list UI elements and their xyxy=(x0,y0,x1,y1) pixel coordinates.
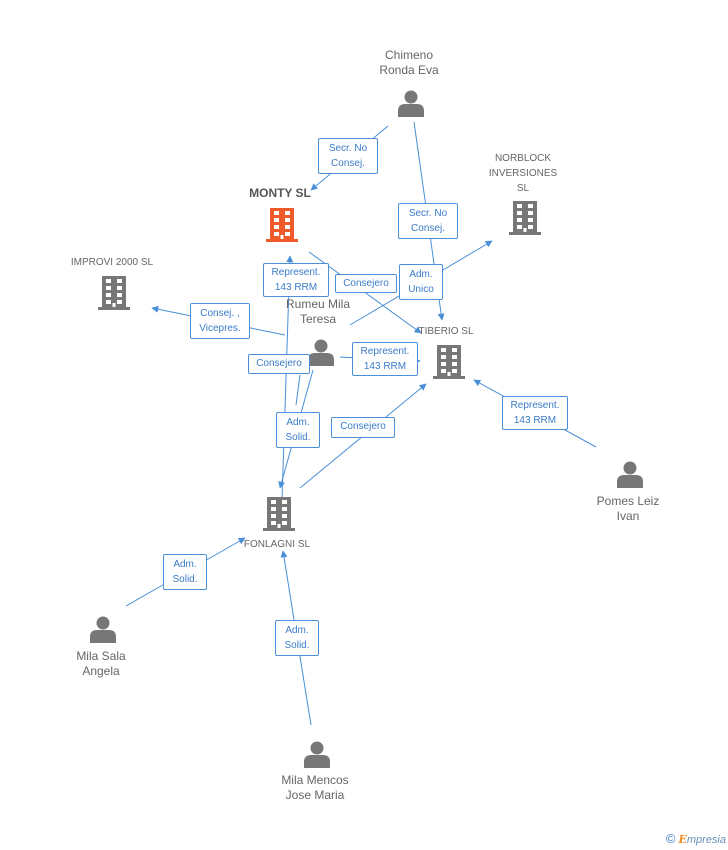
monty-label[interactable]: MONTY SL xyxy=(249,186,311,200)
edge-label-adm-unico[interactable]: Adm. Unico xyxy=(399,264,443,300)
edge-label-consejero-fonlagni-tiberio[interactable]: Consejero xyxy=(331,417,395,438)
norblock-label[interactable]: NORBLOCK INVERSIONES SL xyxy=(488,153,558,194)
logo-text: mpresia xyxy=(686,834,726,846)
tiberio-building-icon[interactable] xyxy=(433,345,465,379)
chimeno-person-icon[interactable] xyxy=(398,90,424,118)
improvi-label[interactable]: IMPROVI 2000 SL xyxy=(70,257,154,268)
fonlagni-label[interactable]: FONLAGNI SL xyxy=(243,539,311,550)
edge-label-consej-vicepres[interactable]: Consej. , Vicepres. xyxy=(190,303,250,339)
empresia-logo: © Empresia xyxy=(666,831,726,846)
edge-label-secr-monty[interactable]: Secr. No Consej. xyxy=(318,138,378,174)
edge-label-represent-rumeu-tiberio[interactable]: Represent. 143 RRM xyxy=(352,342,418,376)
copyright-symbol: © xyxy=(665,831,676,846)
rumeu-label[interactable]: Rumeu Mila Teresa xyxy=(285,297,351,326)
norblock-building-icon[interactable] xyxy=(509,201,541,235)
milamencos-label[interactable]: Mila Mencos Jose Maria xyxy=(281,773,349,802)
edge-rumeu-fonlagni-adm xyxy=(295,374,301,406)
edge-label-represent-monty[interactable]: Represent. 143 RRM xyxy=(263,263,329,297)
improvi-building-icon[interactable] xyxy=(98,276,130,310)
edge-label-consejero-monty[interactable]: Consejero xyxy=(335,274,397,293)
edge-label-adm-solid-milamencos[interactable]: Adm. Solid. xyxy=(275,620,319,656)
edge-label-consejero-rumeu[interactable]: Consejero xyxy=(248,354,310,374)
pomes-person-icon[interactable] xyxy=(617,461,643,489)
pomes-label[interactable]: Pomes Leiz Ivan xyxy=(596,494,660,523)
edge-label-adm-solid-milasala[interactable]: Adm. Solid. xyxy=(163,554,207,590)
milamencos-person-icon[interactable] xyxy=(304,741,330,769)
chimeno-label[interactable]: Chimeno Ronda Eva xyxy=(379,48,439,77)
rumeu-person-icon[interactable] xyxy=(308,339,334,367)
fonlagni-building-icon[interactable] xyxy=(263,497,295,531)
tiberio-label[interactable]: TIBERIO SL xyxy=(418,326,474,337)
milasala-person-icon[interactable] xyxy=(90,616,116,644)
monty-building-icon[interactable] xyxy=(266,208,298,242)
edge-label-secr-tiberio[interactable]: Secr. No Consej. xyxy=(398,203,458,239)
milasala-label[interactable]: Mila Sala Angela xyxy=(76,649,126,678)
edge-label-adm-solid-fonlagni[interactable]: Adm. Solid. xyxy=(276,412,320,448)
logo-letter: E xyxy=(678,833,687,846)
edge-label-represent-pomes[interactable]: Represent. 143 RRM xyxy=(502,396,568,430)
